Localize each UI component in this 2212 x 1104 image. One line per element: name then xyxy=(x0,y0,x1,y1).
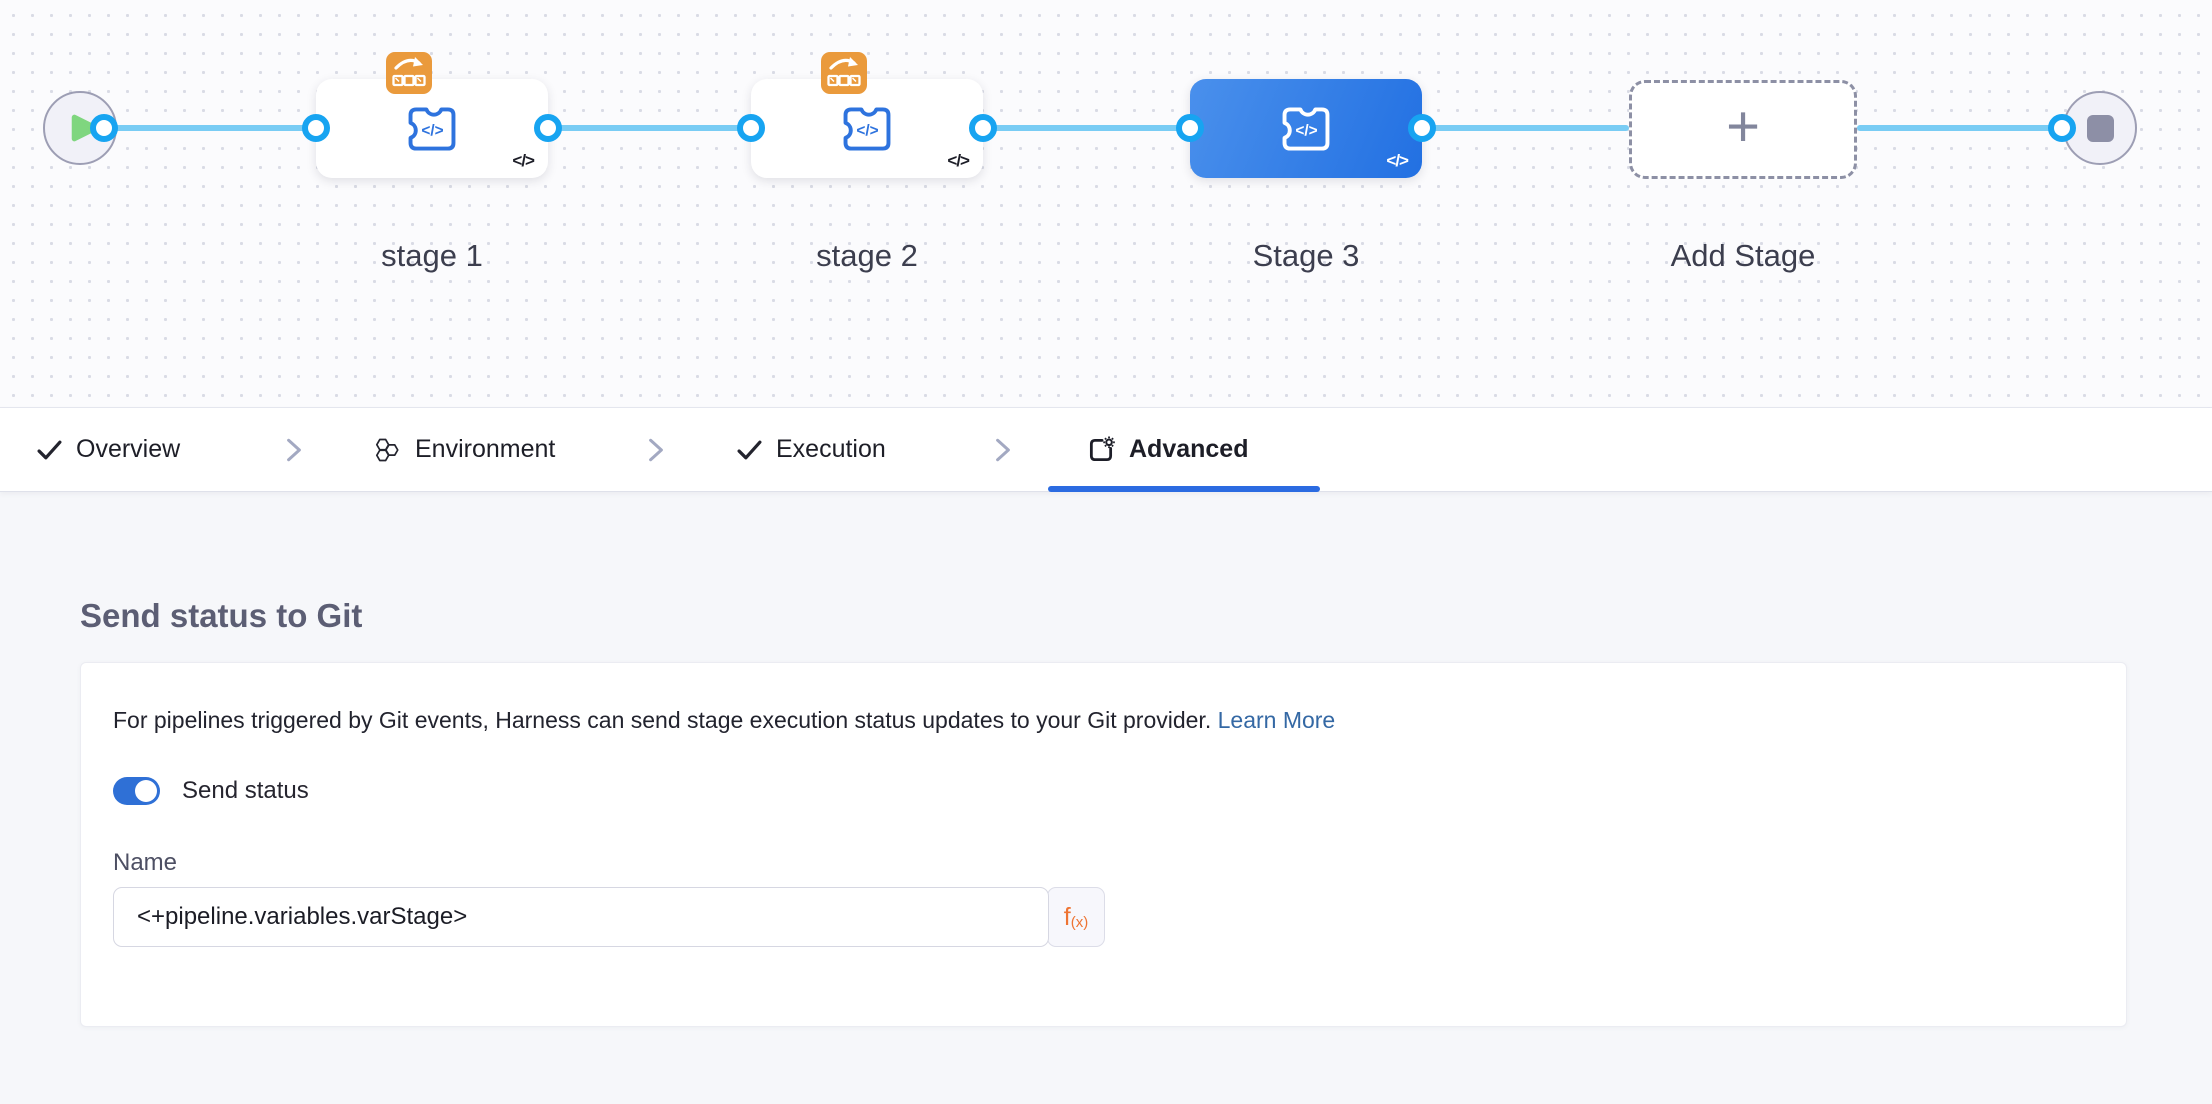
svg-text:</>: </> xyxy=(421,122,443,139)
stage-label: stage 2 xyxy=(816,238,918,273)
connector-port[interactable] xyxy=(969,114,997,142)
stage-code-glyph: </> xyxy=(947,151,970,170)
section-title: Send status to Git xyxy=(80,597,363,634)
advanced-tab-content: Send status to Git For pipelines trigger… xyxy=(0,492,2212,1103)
fx-main: f xyxy=(1063,902,1071,931)
chevron-right-icon xyxy=(993,408,1013,491)
stage-card-1[interactable]: </> </> xyxy=(316,52,548,178)
add-stage-button[interactable]: + xyxy=(1629,80,1857,179)
toggle-label: Send status xyxy=(182,777,309,804)
connector-port[interactable] xyxy=(534,114,562,142)
edge-line xyxy=(548,125,751,131)
tab-execution[interactable]: Execution xyxy=(736,408,886,491)
name-input[interactable] xyxy=(113,887,1049,947)
rollback-steps-badge-icon xyxy=(386,52,432,94)
send-status-toggle-row: Send status xyxy=(113,775,309,807)
custom-stage-icon: </> xyxy=(1277,101,1335,157)
tab-label: Execution xyxy=(776,435,886,463)
name-input-group: f(x) xyxy=(113,887,1105,947)
tab-label: Advanced xyxy=(1129,435,1249,463)
custom-stage-icon: </> xyxy=(838,101,896,157)
stage-card-2[interactable]: </> </> xyxy=(751,52,983,178)
pipeline-canvas: </> </> xyxy=(0,0,2212,408)
environment-icon xyxy=(372,435,402,465)
active-tab-underline xyxy=(1048,486,1320,492)
rollback-steps-badge-icon xyxy=(821,52,867,94)
connector-port[interactable] xyxy=(302,114,330,142)
tab-advanced[interactable]: Advanced xyxy=(1086,408,1248,491)
edge-line xyxy=(104,125,316,131)
advanced-gear-icon xyxy=(1086,435,1116,465)
edge-line xyxy=(983,125,1190,131)
tab-label: Environment xyxy=(415,435,556,463)
name-field-label: Name xyxy=(113,849,178,876)
tab-overview[interactable]: Overview xyxy=(36,408,180,491)
connector-port[interactable] xyxy=(737,114,765,142)
send-status-toggle[interactable] xyxy=(113,777,160,805)
chevron-right-icon xyxy=(646,408,666,491)
stage-code-glyph: </> xyxy=(512,151,535,170)
connector-port[interactable] xyxy=(2048,114,2076,142)
stage-code-glyph: </> xyxy=(1386,151,1409,170)
connector-port[interactable] xyxy=(90,114,118,142)
send-status-card: For pipelines triggered by Git events, H… xyxy=(80,662,2127,1027)
check-icon xyxy=(736,436,763,463)
connector-port[interactable] xyxy=(1408,114,1436,142)
tab-environment[interactable]: Environment xyxy=(372,408,555,491)
stage-card-3[interactable]: </> </> xyxy=(1190,79,1422,178)
plus-icon: + xyxy=(1726,93,1760,159)
svg-text:</>: </> xyxy=(1295,122,1317,139)
send-status-description: For pipelines triggered by Git events, H… xyxy=(113,705,1335,735)
svg-text:</>: </> xyxy=(856,122,878,139)
learn-more-link[interactable]: Learn More xyxy=(1217,707,1336,733)
check-icon xyxy=(36,436,63,463)
stage-label: stage 1 xyxy=(381,238,483,273)
edge-line xyxy=(1422,125,1629,131)
stop-icon xyxy=(2086,114,2114,142)
chevron-right-icon xyxy=(284,408,304,491)
custom-stage-icon: </> xyxy=(403,101,461,157)
connector-port[interactable] xyxy=(1176,114,1204,142)
play-icon xyxy=(68,112,100,144)
tab-label: Overview xyxy=(76,435,181,463)
description-text: For pipelines triggered by Git events, H… xyxy=(113,707,1212,733)
stage-config-tabbar: Overview Environment Execution xyxy=(0,408,2212,492)
fx-sub: (x) xyxy=(1070,913,1089,931)
stage-label: Stage 3 xyxy=(1252,238,1360,273)
edge-line xyxy=(1857,125,2062,131)
add-stage-label: Add Stage xyxy=(1670,238,1816,273)
toggle-knob xyxy=(135,780,157,802)
expression-fx-button[interactable]: f(x) xyxy=(1047,887,1105,947)
